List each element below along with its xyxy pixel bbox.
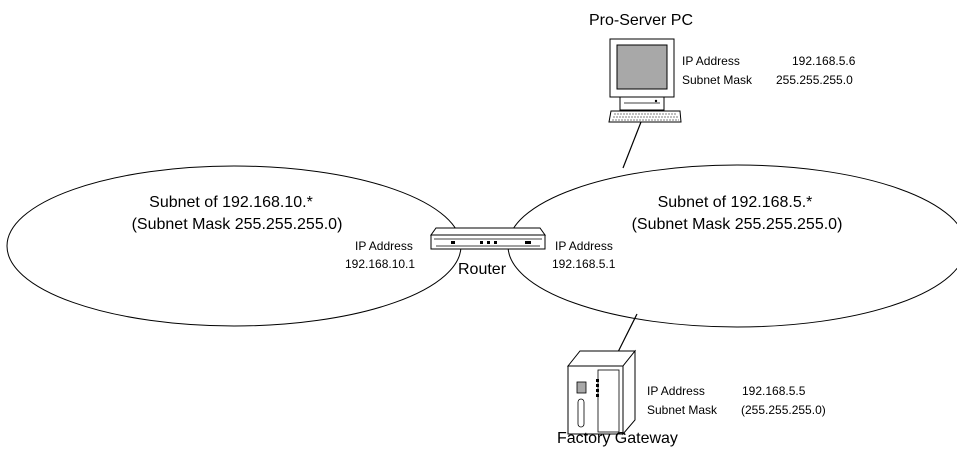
- server-ip-label: IP Address: [682, 54, 740, 68]
- left-subnet-title: Subnet of 192.168.10.*: [149, 194, 313, 211]
- router-left-ip-label: IP Address: [355, 239, 413, 253]
- gateway-link-line: [617, 313, 638, 353]
- router-right-ip-value: 192.168.5.1: [552, 257, 616, 271]
- server-mask-label: Subnet Mask: [682, 73, 753, 87]
- server-link-line: [622, 121, 642, 169]
- right-subnet-mask: (Subnet Mask 255.255.255.0): [631, 216, 843, 233]
- left-subnet-mask: (Subnet Mask 255.255.255.0): [131, 216, 343, 233]
- gateway-icon: [566, 349, 637, 436]
- router-label: Router: [458, 261, 507, 278]
- server-mask-value: 255.255.255.0: [776, 73, 853, 87]
- gateway-mask-label: Subnet Mask: [647, 403, 718, 417]
- pc-icon: [608, 38, 682, 123]
- right-subnet-title: Subnet of 192.168.5.*: [657, 194, 813, 211]
- router-right-ip-label: IP Address: [555, 239, 613, 253]
- gateway-mask-value: (255.255.255.0): [741, 403, 826, 417]
- gateway-title: Factory Gateway: [557, 430, 678, 447]
- router-icon: [430, 227, 546, 250]
- server-title: Pro-Server PC: [589, 12, 694, 29]
- gateway-ip-label: IP Address: [647, 384, 705, 398]
- gateway-ip-value: 192.168.5.5: [742, 384, 806, 398]
- server-ip-value: 192.168.5.6: [792, 54, 856, 68]
- router-left-ip-value: 192.168.10.1: [345, 257, 416, 271]
